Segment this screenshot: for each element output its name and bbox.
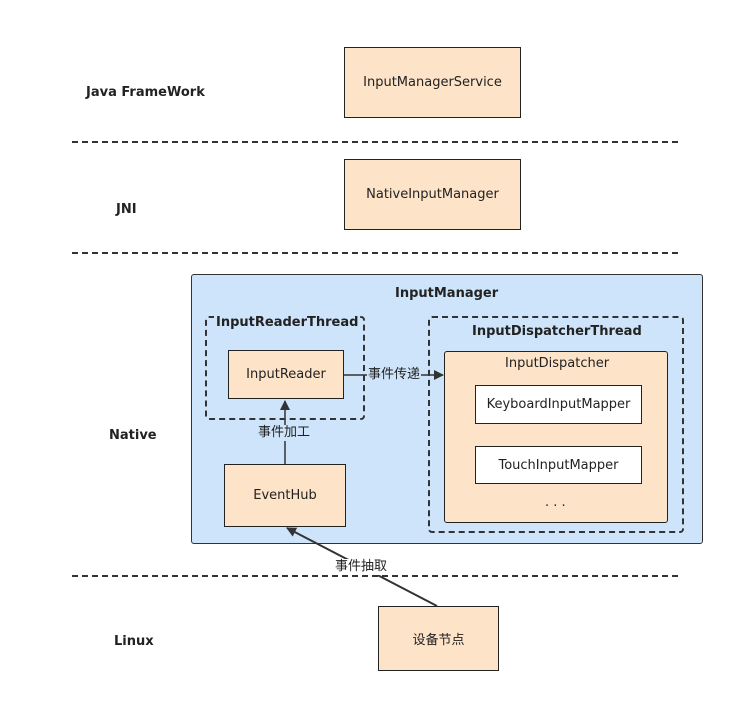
touch-input-mapper-node: TouchInputMapper: [475, 446, 642, 484]
keyboard-input-mapper-node: KeyboardInputMapper: [475, 385, 642, 424]
native-input-manager-node: NativeInputManager: [344, 159, 521, 230]
input-manager-title: InputManager: [395, 286, 499, 301]
layer-label-jni: JNI: [116, 202, 137, 217]
layer-divider-native-linux: [72, 575, 678, 577]
input-dispatcher-node: [444, 351, 668, 523]
input-dispatcher-thread-group: [428, 316, 684, 533]
event-hub-node: EventHub: [224, 464, 346, 527]
edge-label-event-extract: 事件抽取: [334, 559, 389, 575]
layer-label-linux: Linux: [114, 634, 154, 649]
input-reader-node: InputReader: [228, 350, 344, 399]
layer-label-native: Native: [109, 428, 157, 443]
edge-label-event-transfer: 事件传递: [367, 367, 422, 383]
input-reader-thread-title: InputReaderThread: [214, 315, 361, 330]
input-dispatcher-title: InputDispatcher: [505, 356, 610, 371]
device-node: 设备节点: [378, 606, 499, 671]
edge-label-event-process: 事件加工: [257, 425, 312, 441]
layer-label-java: Java FrameWork: [86, 85, 205, 100]
input-dispatcher-thread-title: InputDispatcherThread: [472, 324, 642, 339]
layer-divider-java-jni: [72, 141, 678, 143]
ellipsis-label: . . .: [545, 495, 566, 510]
input-manager-service-node: InputManagerService: [344, 47, 521, 118]
layer-divider-jni-native: [72, 252, 678, 254]
